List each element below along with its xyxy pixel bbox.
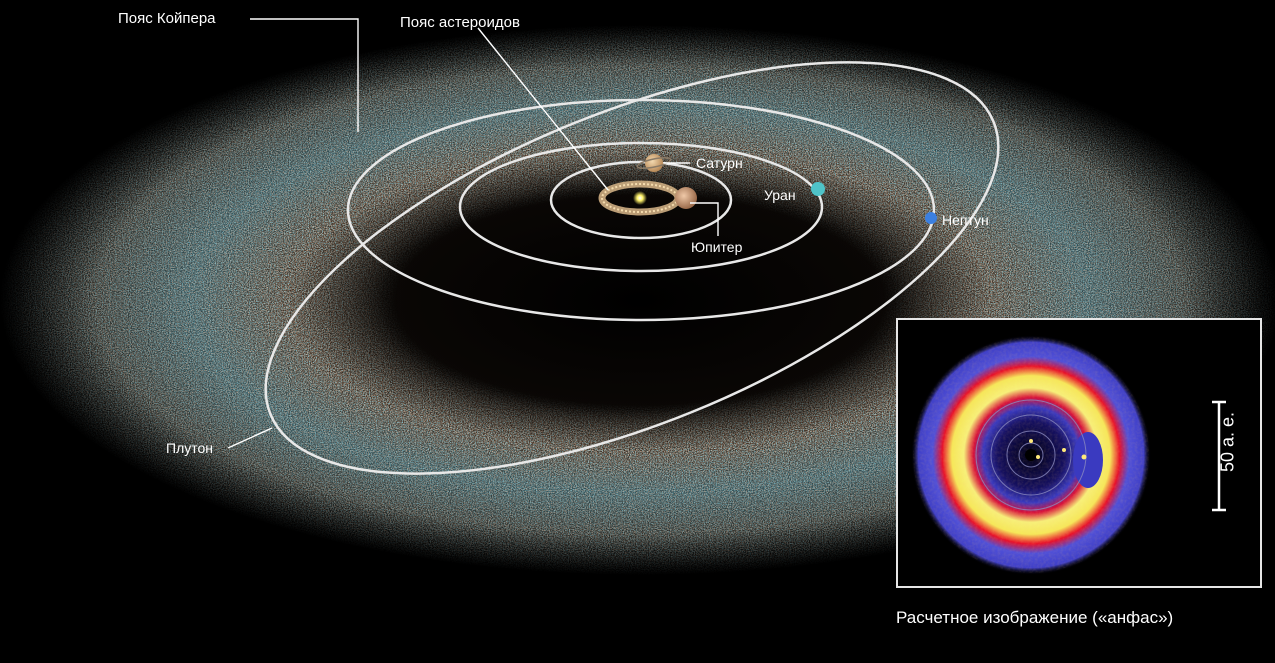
orbits bbox=[264, 61, 1000, 475]
inset-planet-icon bbox=[1062, 448, 1066, 452]
asteroid-belt-label: Пояс астероидов bbox=[400, 14, 520, 31]
kuiper-leader bbox=[250, 18, 359, 132]
pluto-orbit bbox=[264, 61, 1000, 475]
inset-simulated-image bbox=[896, 318, 1262, 588]
inset-orbits bbox=[975, 399, 1087, 511]
inset-caption: Расчетное изображение («анфас») bbox=[896, 608, 1174, 627]
jupiter-leader bbox=[690, 202, 719, 236]
saturn-label: Сатурн bbox=[696, 155, 743, 171]
inset-disk-image bbox=[911, 335, 1226, 575]
scale-bar bbox=[1212, 400, 1226, 512]
uranus-label: Уран bbox=[764, 187, 796, 203]
jupiter-label: Юпитер bbox=[691, 239, 743, 255]
pluto-leader bbox=[227, 427, 273, 449]
inset-center bbox=[1025, 449, 1037, 461]
asteroid-leader bbox=[477, 27, 609, 191]
jupiter-orbit bbox=[549, 160, 733, 240]
inset-planet-icon bbox=[1036, 455, 1040, 459]
inset-planet-icon bbox=[1081, 454, 1087, 460]
kuiper-belt-label: Пояс Койпера bbox=[118, 10, 216, 27]
disk-gap bbox=[1073, 432, 1103, 488]
neptune-label: Нептун bbox=[942, 212, 989, 228]
pluto-label: Плутон bbox=[166, 440, 214, 456]
neptune-icon bbox=[925, 212, 937, 224]
sun-icon bbox=[633, 191, 647, 205]
saturn-icon bbox=[636, 154, 672, 172]
leader-lines bbox=[227, 18, 719, 449]
inset-planet-icon bbox=[1029, 439, 1033, 443]
uranus-orbit bbox=[458, 141, 824, 273]
scale-label: 50 а. е. bbox=[1217, 411, 1238, 473]
jupiter-icon bbox=[675, 187, 697, 209]
uranus-icon bbox=[811, 182, 825, 196]
